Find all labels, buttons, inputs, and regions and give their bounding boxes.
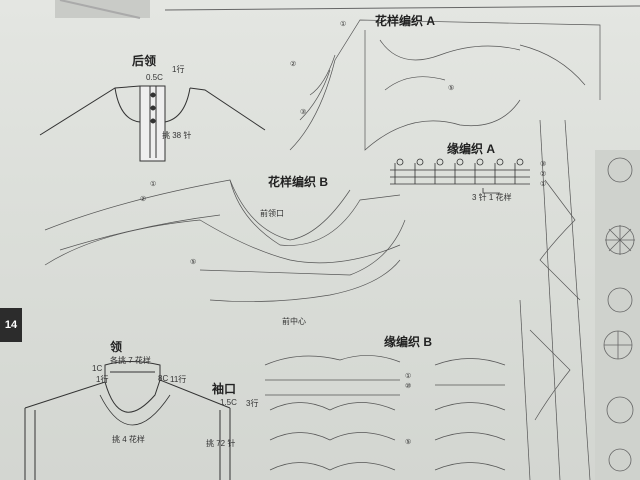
- edging-b-row: ⑩: [405, 383, 412, 390]
- collar-pick4: 挑 4 花样: [112, 435, 145, 444]
- right-lace-strip: [519, 119, 591, 480]
- pattern-a-row: ①: [340, 21, 347, 28]
- edging-a-diagram: [390, 158, 530, 194]
- cuff-pick72: 挑 72 针: [206, 439, 236, 448]
- cuff-title: 袖口: [212, 382, 237, 396]
- back-collar-05c: 0.5C: [146, 73, 163, 82]
- back-collar-row: 1行: [172, 65, 185, 74]
- edging-a-row: ③: [540, 161, 547, 168]
- page-number: 14: [0, 308, 22, 342]
- pattern-b-row: ⑤: [190, 259, 197, 266]
- pattern-b-row: ①: [150, 181, 157, 188]
- back-collar-diagram: [39, 85, 266, 162]
- pattern-b-row: ②: [140, 196, 147, 203]
- edging-a-repeat: 3 针 1 花样: [472, 193, 512, 202]
- edging-a-title: 缘编织 A: [447, 142, 496, 156]
- back-collar-pick: 挑 38 针: [162, 131, 192, 140]
- collar-1row: 1行: [96, 375, 109, 384]
- pattern-b-diagram: [44, 179, 406, 303]
- collar-diagram: [24, 361, 231, 480]
- collar-title: 领: [110, 340, 123, 354]
- collar-each-side: 各挑 7 花样: [110, 356, 151, 365]
- cuff-15c: 1.5C: [220, 398, 237, 407]
- collar-8c: 8C: [158, 374, 169, 383]
- edging-b-row: ①: [405, 373, 412, 380]
- edging-b-row: ⑤: [405, 439, 412, 446]
- flower-motif: [595, 150, 640, 480]
- back-collar-title: 后领: [132, 54, 157, 68]
- pattern-b-front-neck: 前领口: [260, 209, 284, 218]
- pattern-a-row: ⑤: [448, 85, 455, 92]
- pattern-b-front-center: 前中心: [282, 317, 306, 326]
- edging-b-diagram: [264, 355, 506, 471]
- pattern-b-title: 花样编织 B: [268, 175, 329, 189]
- collar-1c: 1C: [92, 364, 103, 373]
- edging-a-row: ②: [540, 171, 547, 178]
- pattern-a-row: ②: [290, 61, 297, 68]
- cuff-3row: 3行: [246, 399, 259, 408]
- edging-a-row: ①: [540, 181, 547, 188]
- pattern-a-title: 花样编织 A: [375, 14, 436, 28]
- edging-b-title: 缘编织 B: [384, 335, 433, 349]
- pattern-a-row: ③: [300, 109, 307, 116]
- collar-11row: 11行: [170, 375, 187, 384]
- pattern-a-diagram: [289, 19, 601, 151]
